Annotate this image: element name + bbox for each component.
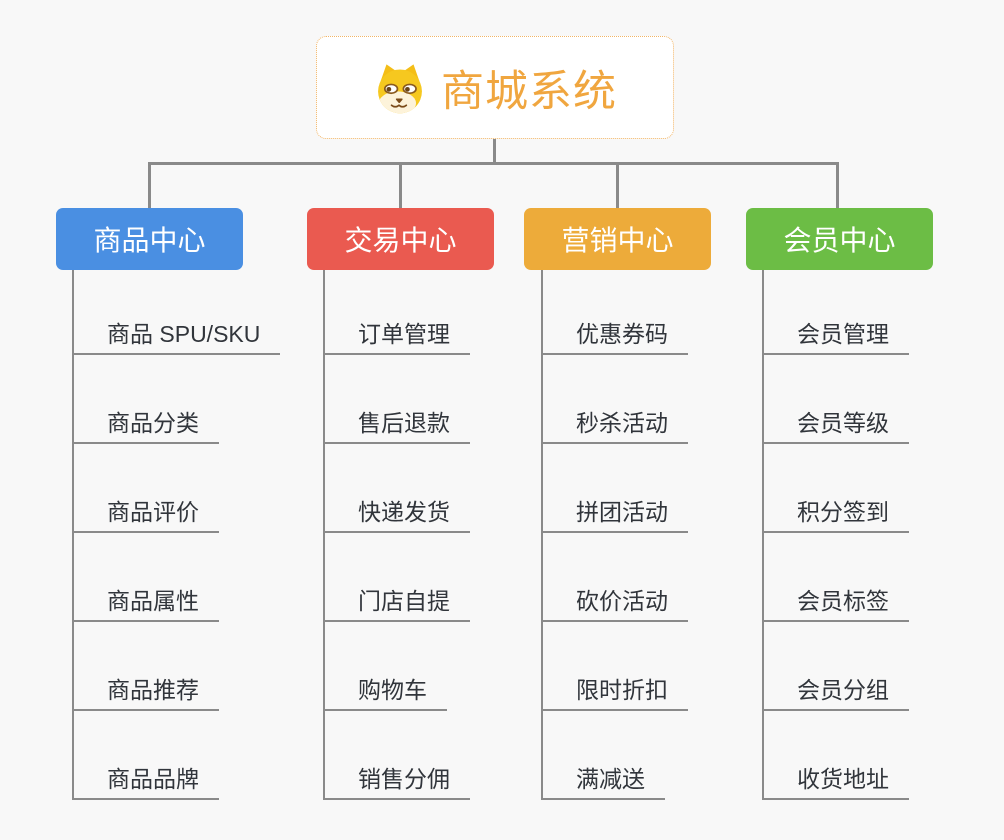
- leaf-item[interactable]: 快递发货: [325, 444, 470, 533]
- leaf-item[interactable]: 积分签到: [764, 444, 909, 533]
- leaf-item[interactable]: 商品评价: [74, 444, 219, 533]
- leaf-item[interactable]: 商品推荐: [74, 622, 219, 711]
- connector-root-stem: [493, 139, 496, 164]
- leaf-item[interactable]: 销售分佣: [325, 711, 470, 800]
- leaf-item[interactable]: 限时折扣: [543, 622, 688, 711]
- leaf-item[interactable]: 商品品牌: [74, 711, 219, 800]
- leaf-item[interactable]: 会员管理: [764, 270, 909, 355]
- branch-label: 营销中心: [561, 225, 674, 256]
- branch-children-column-product: 商品 SPU/SKU 商品分类 商品评价 商品属性 商品推荐 商品品牌: [72, 270, 281, 800]
- leaf-item[interactable]: 会员等级: [764, 355, 909, 444]
- leaf-item[interactable]: 商品属性: [74, 533, 219, 622]
- branch-label: 会员中心: [783, 225, 896, 256]
- dog-face-icon: [378, 63, 422, 113]
- branch-children-column-marketing: 优惠券码 秒杀活动 拼团活动 砍价活动 限时折扣 满减送: [541, 270, 688, 800]
- connector-drop: [616, 162, 619, 209]
- connector-drop: [148, 162, 151, 209]
- connector-drop: [399, 162, 402, 209]
- leaf-item[interactable]: 售后退款: [325, 355, 470, 444]
- branch-node-trade-center[interactable]: 交易中心: [307, 208, 494, 270]
- connector-bus: [148, 162, 839, 165]
- branch-children-column-member: 会员管理 会员等级 积分签到 会员标签 会员分组 收货地址: [762, 270, 909, 800]
- leaf-item[interactable]: 门店自提: [325, 533, 470, 622]
- branch-node-member-center[interactable]: 会员中心: [746, 208, 933, 270]
- branch-node-product-center[interactable]: 商品中心: [56, 208, 243, 270]
- root-title: 商城系统: [441, 67, 617, 116]
- leaf-item[interactable]: 秒杀活动: [543, 355, 688, 444]
- leaf-item[interactable]: 会员分组: [764, 622, 909, 711]
- root-node[interactable]: 商城系统: [316, 36, 674, 139]
- branch-children-column-trade: 订单管理 售后退款 快递发货 门店自提 购物车 销售分佣: [323, 270, 470, 800]
- connector-drop: [836, 162, 839, 209]
- leaf-item[interactable]: 收货地址: [764, 711, 909, 800]
- leaf-item[interactable]: 商品 SPU/SKU: [74, 270, 281, 355]
- leaf-item[interactable]: 拼团活动: [543, 444, 688, 533]
- leaf-item[interactable]: 购物车: [325, 622, 447, 711]
- leaf-item[interactable]: 订单管理: [325, 270, 470, 355]
- leaf-item[interactable]: 优惠券码: [543, 270, 688, 355]
- leaf-item[interactable]: 商品分类: [74, 355, 219, 444]
- branch-label: 商品中心: [93, 225, 206, 256]
- branch-node-marketing-center[interactable]: 营销中心: [524, 208, 711, 270]
- branch-label: 交易中心: [344, 225, 457, 256]
- leaf-item[interactable]: 砍价活动: [543, 533, 688, 622]
- leaf-item[interactable]: 会员标签: [764, 533, 909, 622]
- leaf-item[interactable]: 满减送: [543, 711, 665, 800]
